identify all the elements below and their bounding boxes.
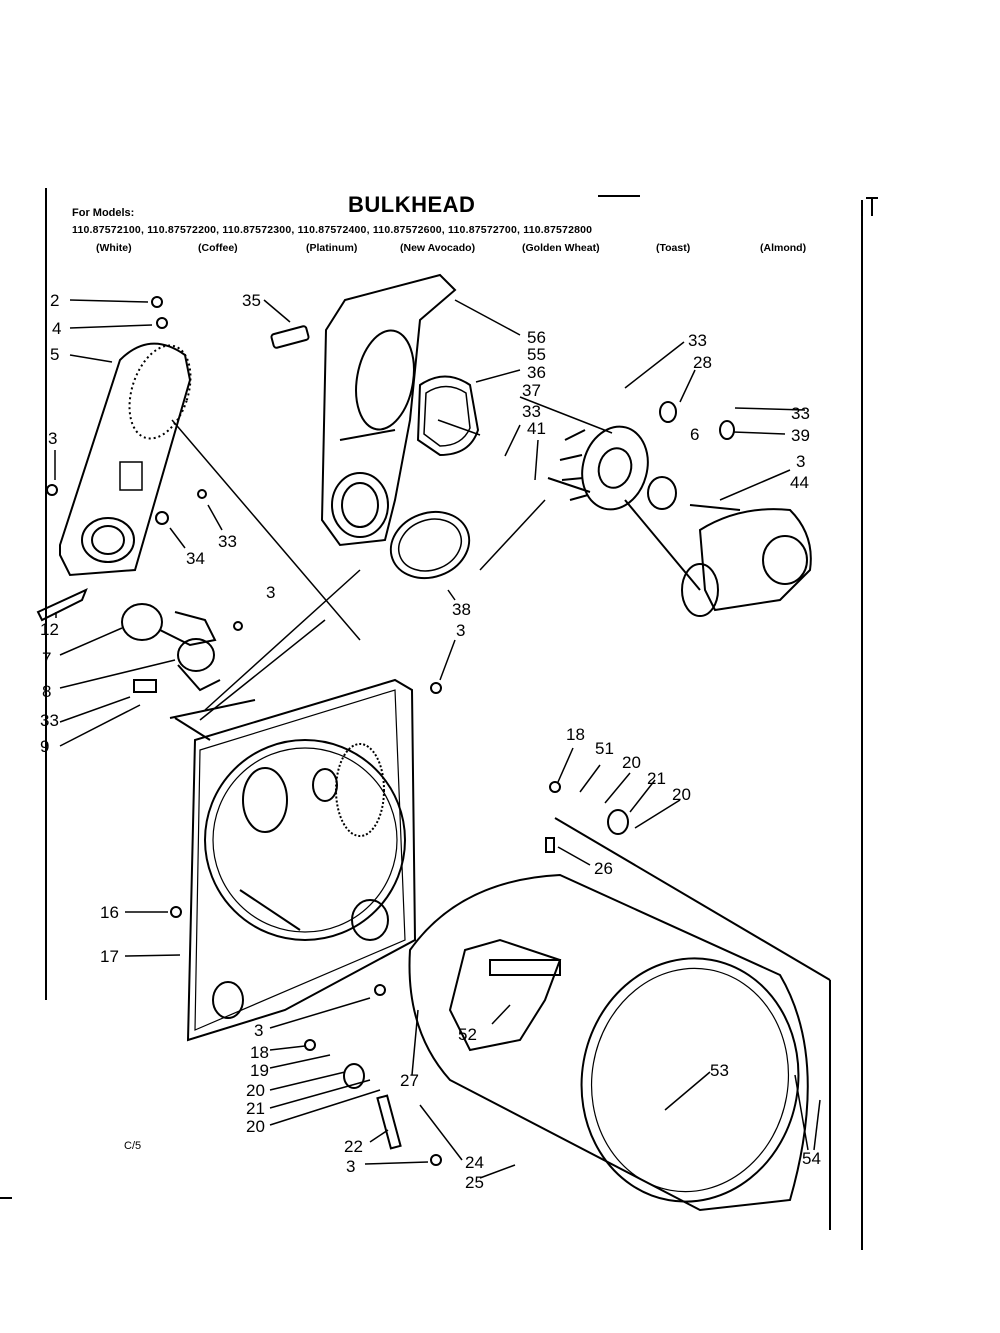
callout-6: 6 [690, 425, 699, 444]
callout-21b: 21 [246, 1099, 265, 1118]
callout-51: 51 [595, 739, 614, 758]
color-toast: (Toast) [656, 242, 691, 254]
leader-lines [54, 299, 821, 1179]
callout-12: 12 [40, 620, 59, 639]
part-21-roller [343, 1063, 365, 1089]
callout-54: 54 [802, 1149, 821, 1168]
callout-18b: 18 [250, 1043, 269, 1062]
color-white: (White) [96, 242, 132, 254]
callout-9: 9 [40, 737, 49, 756]
color-new-avocado: (New Avocado) [400, 242, 476, 254]
part-25-drum [408, 873, 809, 1212]
callout-17: 17 [100, 947, 119, 966]
part-38-seal [389, 510, 471, 580]
callout-5: 5 [50, 345, 59, 364]
callout-20d: 20 [246, 1117, 265, 1136]
callout-16: 16 [100, 903, 119, 922]
callout-52: 52 [458, 1025, 477, 1044]
callout-36: 36 [527, 363, 546, 382]
callout-7: 7 [42, 649, 51, 668]
callout-38: 38 [452, 600, 471, 619]
for-models-label: For Models: [72, 207, 135, 219]
part-37-blower-wheel [559, 425, 649, 511]
callout-2: 2 [50, 291, 59, 310]
part-17-bulkhead-panel [186, 678, 417, 1042]
callout-3b: 3 [796, 452, 805, 471]
callout-3c: 3 [266, 583, 275, 602]
callout-20b: 20 [672, 785, 691, 804]
diagram-title: BULKHEAD [348, 192, 476, 217]
callout-33d: 33 [688, 331, 707, 350]
color-almond: (Almond) [760, 242, 807, 254]
part-55-duct-panel [320, 273, 457, 547]
callout-33: 33 [218, 532, 237, 551]
callout-34: 34 [186, 549, 205, 568]
part-44-blower-housing [681, 508, 812, 617]
callout-21: 21 [647, 769, 666, 788]
part-12-bracket [36, 588, 88, 622]
callout-33e: 33 [791, 404, 810, 423]
callout-3e: 3 [254, 1021, 263, 1040]
callout-19: 19 [250, 1061, 269, 1080]
callout-25: 25 [465, 1173, 484, 1192]
callout-3f: 3 [346, 1157, 355, 1176]
part-35-latch [270, 325, 310, 349]
callout-28: 28 [693, 353, 712, 372]
callout-20c: 20 [246, 1081, 265, 1100]
color-coffee: (Coffee) [198, 242, 238, 254]
part-6-pulley [647, 476, 677, 510]
callout-33c: 33 [522, 402, 541, 421]
color-platinum: (Platinum) [306, 242, 358, 254]
model-numbers: 110.87572100, 110.87572200, 110.87572300… [72, 224, 593, 236]
callout-22: 22 [344, 1137, 363, 1156]
callout-4: 4 [52, 319, 61, 338]
callout-53: 53 [710, 1061, 729, 1080]
part-36-gasket [416, 375, 480, 457]
part-9-clip [133, 679, 157, 693]
callout-labels: 2 4 5 3 33 34 12 7 8 33 9 35 56 55 36 37… [40, 291, 821, 1192]
callout-8: 8 [42, 682, 51, 701]
part-22-bracket [376, 1094, 402, 1150]
callout-35: 35 [242, 291, 261, 310]
callout-27: 27 [400, 1071, 419, 1090]
color-golden-wheat: (Golden Wheat) [522, 242, 600, 254]
callout-44: 44 [790, 473, 809, 492]
callout-37: 37 [522, 381, 541, 400]
callout-33b: 33 [40, 711, 59, 730]
callout-24: 24 [465, 1153, 484, 1172]
callout-41: 41 [527, 419, 546, 438]
callout-39: 39 [791, 426, 810, 445]
part-5-cover [59, 342, 192, 577]
callout-55: 55 [527, 345, 546, 364]
callout-18: 18 [566, 725, 585, 744]
callout-20: 20 [622, 753, 641, 772]
callout-26: 26 [594, 859, 613, 878]
callout-56: 56 [527, 328, 546, 347]
callout-3d: 3 [456, 621, 465, 640]
callout-3: 3 [48, 429, 57, 448]
part-7-8-motor [121, 603, 221, 692]
page-code: C/5 [124, 1140, 142, 1152]
